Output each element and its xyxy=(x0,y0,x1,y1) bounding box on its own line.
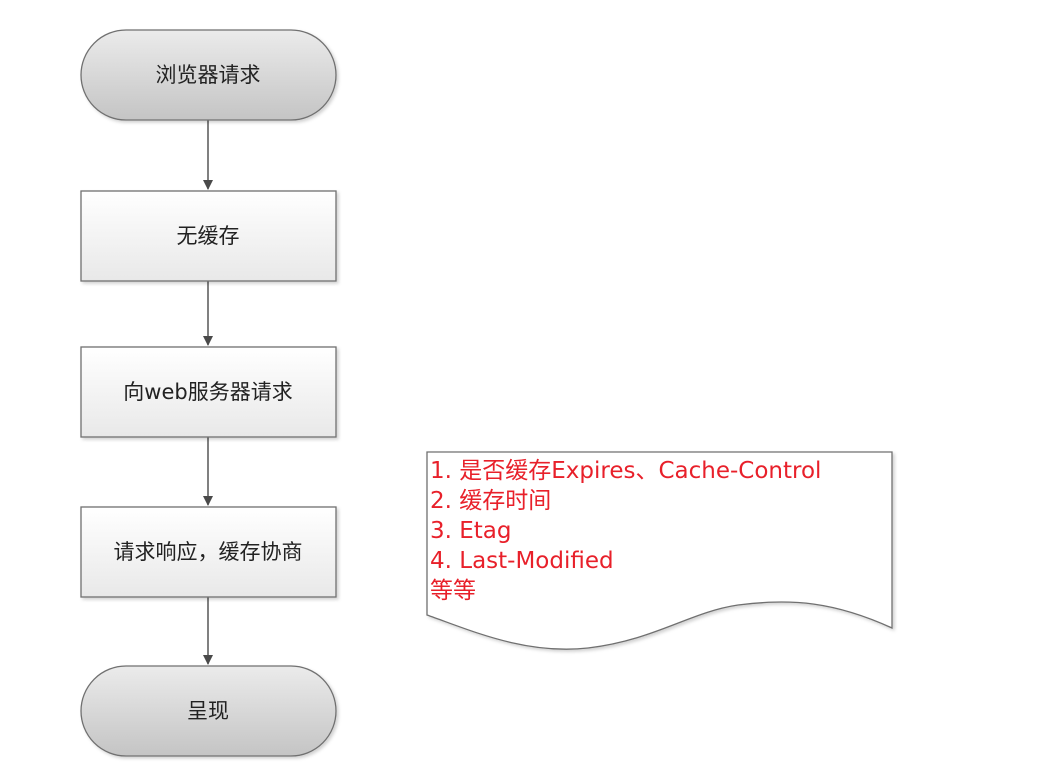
cache-notes-document: 1. 是否缓存Expires、Cache-Control 2. 缓存时间 3. … xyxy=(426,451,893,650)
process-step-request-web-server: 向web服务器请求 xyxy=(80,346,337,438)
process-step-response-negotiation: 请求响应，缓存协商 xyxy=(80,506,337,598)
start-terminal-label: 浏览器请求 xyxy=(156,63,261,87)
end-terminal: 呈现 xyxy=(80,665,337,757)
note-line-5: 等等 xyxy=(430,578,476,604)
end-terminal-label: 呈现 xyxy=(187,699,229,723)
process-step-no-cache: 无缓存 xyxy=(80,190,337,282)
note-line-1: 1. 是否缓存Expires、Cache-Control xyxy=(430,458,821,484)
note-line-4: 4. Last-Modified xyxy=(430,548,614,574)
process-step-response-negotiation-label: 请求响应，缓存协商 xyxy=(114,540,303,564)
start-terminal: 浏览器请求 xyxy=(80,29,337,121)
note-line-2: 2. 缓存时间 xyxy=(430,488,551,514)
note-line-3: 3. Etag xyxy=(430,518,512,544)
process-step-no-cache-label: 无缓存 xyxy=(177,224,240,248)
process-step-request-web-server-label: 向web服务器请求 xyxy=(123,380,292,404)
